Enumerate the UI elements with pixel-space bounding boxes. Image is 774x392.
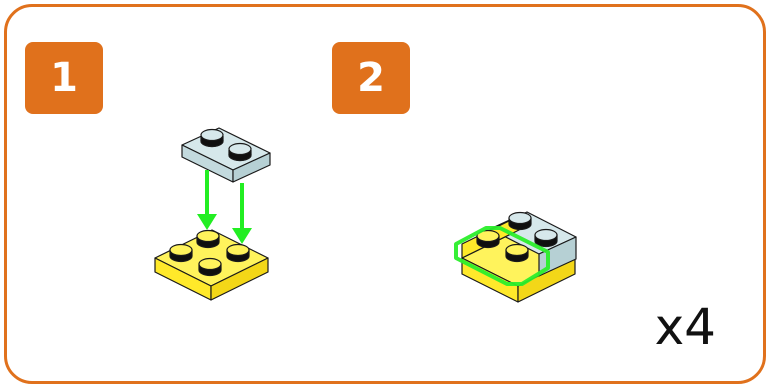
highlight-outline-icon	[454, 226, 550, 286]
step-1-badge: 1	[25, 42, 103, 114]
step-2-number: 2	[357, 55, 385, 101]
step-1-number: 1	[50, 55, 78, 101]
assembled-plates-icon	[461, 211, 577, 303]
down-arrow-icon	[197, 170, 252, 244]
yellow-plate-2x2-icon	[154, 229, 269, 301]
instruction-frame	[4, 4, 766, 384]
step-2-badge: 2	[332, 42, 410, 114]
blue-plate-1x2-icon	[181, 127, 271, 183]
quantity-label: x4	[654, 298, 716, 356]
